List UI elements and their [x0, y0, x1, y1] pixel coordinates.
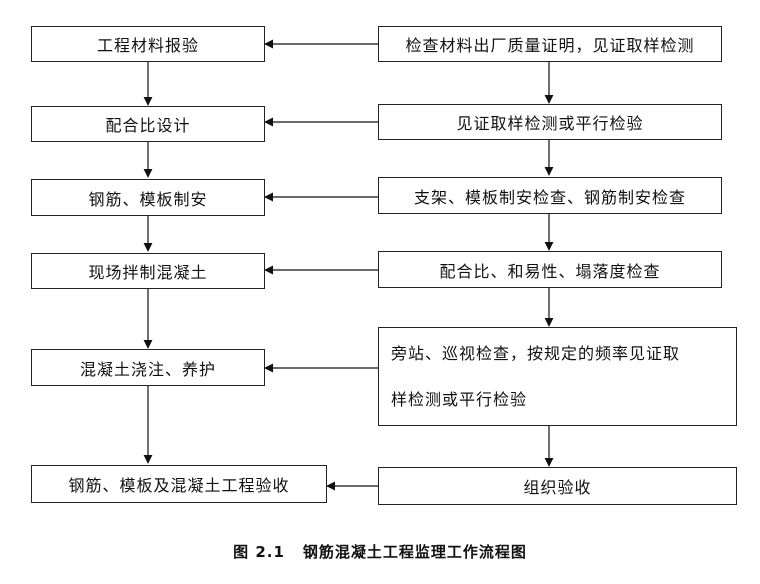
- figure-number: 图 2.1: [233, 543, 285, 561]
- step-final-acceptance: 钢筋、模板及混凝土工程验收: [31, 465, 327, 503]
- figure-caption: 图 2.1 钢筋混凝土工程监理工作流程图: [0, 541, 760, 562]
- step-concrete-mixing: 现场拌制混凝土: [31, 253, 265, 289]
- step-rebar-formwork: 钢筋、模板制安: [31, 179, 265, 216]
- figure-title: 钢筋混凝土工程监理工作流程图: [302, 543, 527, 561]
- step-concrete-pouring: 混凝土浇注、养护: [31, 349, 265, 386]
- step-material-inspection: 工程材料报验: [31, 26, 265, 62]
- check-mix-slump: 配合比、和易性、塌落度检查: [378, 251, 722, 288]
- check-formwork-rebar: 支架、模板制安检查、钢筋制安检查: [378, 177, 722, 214]
- check-onsite-inspection: 旁站、巡视检查，按规定的频率见证取 样检测或平行检验: [378, 327, 737, 426]
- check-onsite-line-2: 样检测或平行检验: [391, 389, 528, 409]
- check-organize-acceptance: 组织验收: [378, 467, 737, 505]
- step-mix-design: 配合比设计: [31, 106, 265, 142]
- check-witness-sampling: 见证取样检测或平行检验: [378, 104, 722, 140]
- check-factory-certificate: 检查材料出厂质量证明，见证取样检测: [378, 26, 722, 62]
- check-onsite-line-1: 旁站、巡视检查，按规定的频率见证取: [391, 343, 681, 363]
